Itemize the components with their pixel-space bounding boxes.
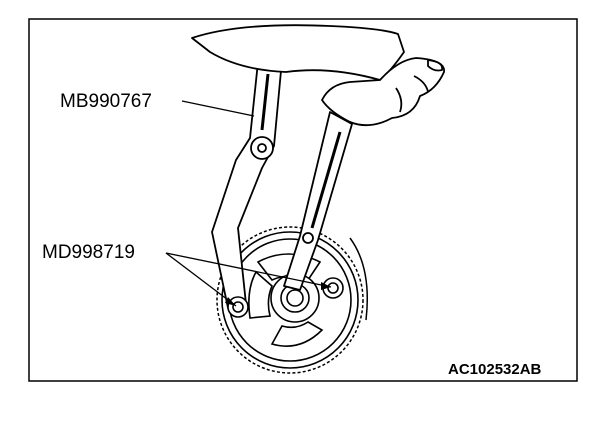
sprocket <box>216 226 364 374</box>
pin-right-inner <box>327 282 339 294</box>
holder-pivot-pin <box>257 143 267 153</box>
sprocket-bolt-head <box>286 289 304 307</box>
hand-sleeve <box>191 24 405 81</box>
sprocket-cutout <box>248 270 273 319</box>
sprocket-cutout <box>270 321 324 347</box>
holder-right-arm-slot <box>310 131 342 229</box>
holder-right-arm <box>283 111 353 291</box>
pin-left-inner <box>232 301 244 313</box>
leader-tool-lower-b <box>165 252 332 288</box>
hand <box>191 24 445 127</box>
holder-tool <box>211 59 353 309</box>
leader-tool-upper <box>181 100 255 117</box>
leader-lines <box>165 100 332 307</box>
callout-md998719: MD998719 <box>42 242 135 263</box>
holder-left-arm-slot <box>260 73 270 131</box>
figure-code: AC102532AB <box>448 361 542 378</box>
pin-tools <box>227 277 344 318</box>
hand-fingers <box>321 57 445 127</box>
arrowhead <box>225 297 236 306</box>
hand-finger-crease <box>395 87 403 113</box>
callout-mb990767: MB990767 <box>60 91 152 112</box>
hand-finger-crease <box>413 75 429 93</box>
arrowhead <box>321 282 331 290</box>
holder-right-arm-hole <box>302 232 314 244</box>
leader-tool-lower-a <box>165 252 237 307</box>
hand-nail <box>427 59 444 72</box>
pulley-back-edge <box>349 237 369 321</box>
